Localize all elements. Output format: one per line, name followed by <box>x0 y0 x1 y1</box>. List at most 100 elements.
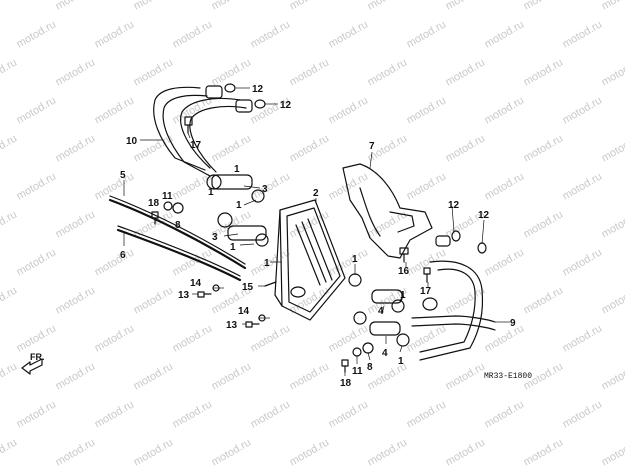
watermark-text: motod.ru <box>15 246 59 278</box>
watermark-text: motod.ru <box>444 284 488 316</box>
bolt-13-lower <box>245 321 260 328</box>
watermark-text: motod.ru <box>0 132 19 164</box>
o-ring-12-upper-1 <box>224 83 236 93</box>
watermark-text: motod.ru <box>15 94 59 126</box>
watermark-text: motod.ru <box>0 0 19 13</box>
watermark-text: motod.ru <box>54 360 98 392</box>
watermark-text: motod.ru <box>249 18 293 50</box>
watermark-text: motod.ru <box>54 132 98 164</box>
watermark-text: motod.ru <box>600 208 625 240</box>
watermark-text: motod.ru <box>561 322 605 354</box>
watermark-text: motod.ru <box>561 94 605 126</box>
watermark-text: motod.ru <box>444 0 488 13</box>
watermark-text: motod.ru <box>561 398 605 430</box>
callout-6: 6 <box>120 250 126 261</box>
watermark-text: motod.ru <box>171 398 215 430</box>
watermark-text: motod.ru <box>93 94 137 126</box>
callout-1: 1 <box>352 254 358 265</box>
watermark-text: motod.ru <box>54 56 98 88</box>
hose-5 <box>108 195 247 270</box>
watermark-text: motod.ru <box>171 18 215 50</box>
watermark-text: motod.ru <box>15 18 59 50</box>
nut-8-left <box>172 202 184 214</box>
joint-4-lower <box>353 311 410 347</box>
callout-18: 18 <box>340 378 352 389</box>
watermark-text: motod.ru <box>93 18 137 50</box>
watermark-text: motod.ru <box>249 246 293 278</box>
callout-4: 4 <box>378 306 384 317</box>
callout-9: 9 <box>510 318 516 329</box>
callout-1: 1 <box>208 187 214 198</box>
watermark-text: motod.ru <box>0 284 19 316</box>
hose-6 <box>116 225 242 282</box>
watermark-text: motod.ru <box>132 284 176 316</box>
watermark-text: motod.ru <box>0 360 19 392</box>
watermark-text: motod.ru <box>132 360 176 392</box>
watermark-text: motod.ru <box>249 322 293 354</box>
watermark-text: motod.ru <box>444 436 488 468</box>
watermark-text: motod.ru <box>15 322 59 354</box>
callout-15: 15 <box>242 282 254 293</box>
clip-15 <box>264 281 277 287</box>
watermark-text: motod.ru <box>444 56 488 88</box>
callout-7: 7 <box>369 141 375 152</box>
watermark-text: motod.ru <box>366 0 410 13</box>
callout-8: 8 <box>367 362 373 373</box>
callout-1: 1 <box>234 164 240 175</box>
watermark-text: motod.ru <box>210 360 254 392</box>
nut-8-lower <box>362 342 374 354</box>
callout-1: 1 <box>264 258 270 269</box>
callout-8: 8 <box>175 220 181 231</box>
joint-3-upper <box>206 174 265 203</box>
callout-12: 12 <box>252 84 264 95</box>
watermark-text: motod.ru <box>600 360 625 392</box>
callout-18: 18 <box>148 198 160 209</box>
watermark-text: motod.ru <box>15 170 59 202</box>
watermark-text: motod.ru <box>132 0 176 13</box>
callout-1: 1 <box>398 356 404 367</box>
callout-17: 17 <box>420 286 432 297</box>
watermark-text: motod.ru <box>210 436 254 468</box>
watermark-text: motod.ru <box>483 246 527 278</box>
watermark-text: motod.ru <box>210 0 254 13</box>
watermark-text: motod.ru <box>210 132 254 164</box>
bolt-17-upper <box>184 116 193 134</box>
watermark-text: motod.ru <box>0 208 19 240</box>
bolt-18-left <box>151 211 159 225</box>
callout-12: 12 <box>280 100 292 111</box>
bolt-18-lower <box>341 359 349 373</box>
oil-cooler-2 <box>274 199 346 321</box>
watermark-text: motod.ru <box>483 170 527 202</box>
watermark-text: motod.ru <box>0 56 19 88</box>
watermark-text: motod.ru <box>444 360 488 392</box>
callout-12: 12 <box>478 210 490 221</box>
callout-13: 13 <box>178 290 190 301</box>
watermark-text: motod.ru <box>522 132 566 164</box>
washer-11-left <box>163 201 173 211</box>
watermark-text: motod.ru <box>405 170 449 202</box>
watermark-text: motod.ru <box>171 322 215 354</box>
bolt-13-upper <box>197 291 212 298</box>
o-ring-12-right-2 <box>477 242 487 254</box>
watermark-text: motod.ru <box>405 322 449 354</box>
watermark-text: motod.ru <box>405 398 449 430</box>
watermark-text: motod.ru <box>93 246 137 278</box>
watermark-text: motod.ru <box>288 0 332 13</box>
o-ring-12-upper-2 <box>254 99 266 109</box>
watermark-text: motod.ru <box>522 0 566 13</box>
watermark-text: motod.ru <box>444 132 488 164</box>
watermark-text: motod.ru <box>288 436 332 468</box>
callout-16: 16 <box>398 266 410 277</box>
watermark-text: motod.ru <box>600 132 625 164</box>
callout-12: 12 <box>448 200 460 211</box>
watermark-text: motod.ru <box>405 94 449 126</box>
watermark-text: motod.ru <box>366 208 410 240</box>
watermark-text: motod.ru <box>483 398 527 430</box>
callout-2: 2 <box>313 188 319 199</box>
watermark-text: motod.ru <box>54 208 98 240</box>
watermark-text: motod.ru <box>561 170 605 202</box>
watermark-text: motod.ru <box>0 436 19 468</box>
watermark-text: motod.ru <box>249 398 293 430</box>
front-direction-arrow-icon <box>21 358 43 375</box>
watermark-text: motod.ru <box>288 56 332 88</box>
